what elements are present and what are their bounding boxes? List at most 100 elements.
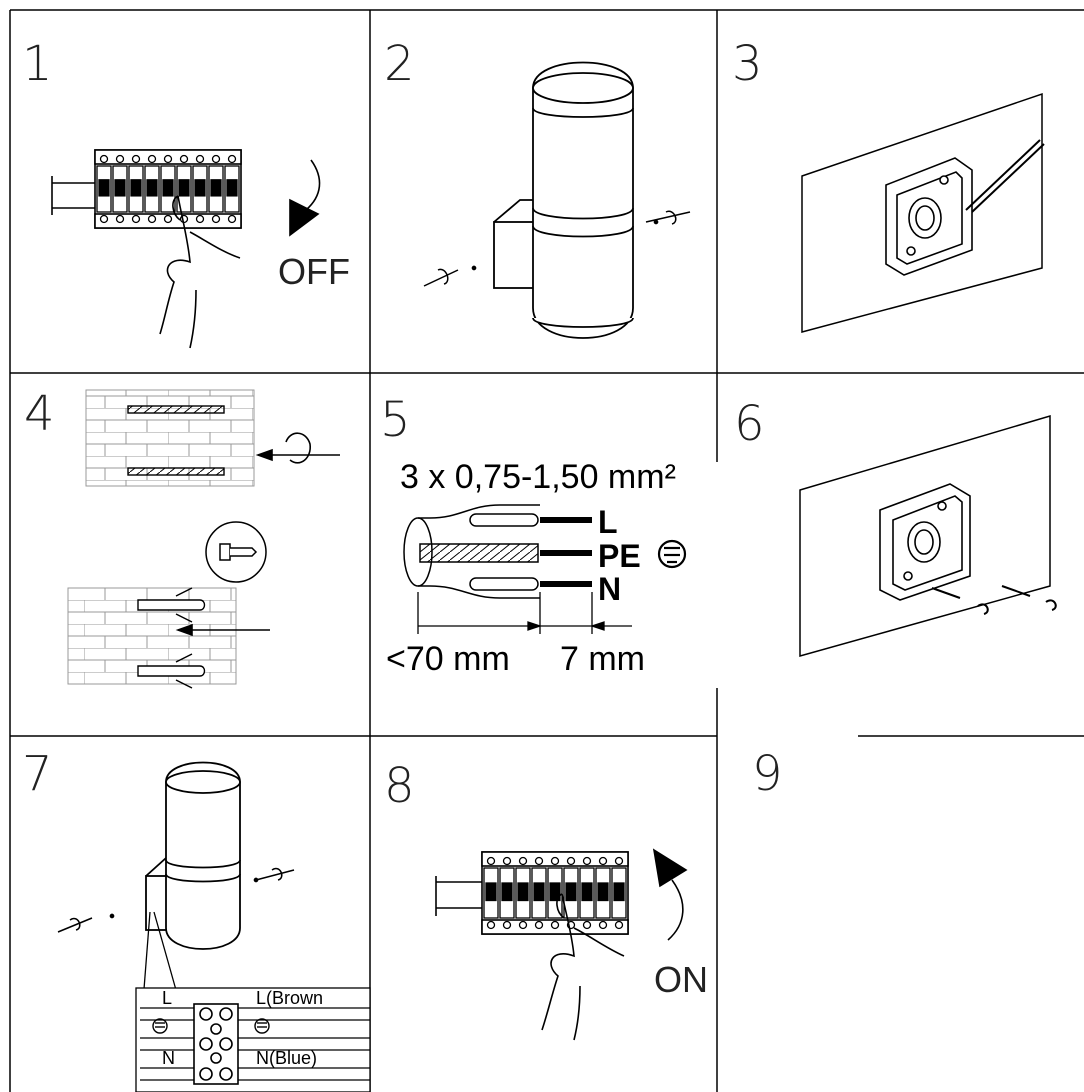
step-number-1: 1 xyxy=(22,36,53,92)
arrow-icon-8 xyxy=(652,848,688,941)
breaker-toggle xyxy=(194,179,206,197)
terminal-screw xyxy=(486,856,496,866)
terminal-screw xyxy=(147,214,157,224)
breaker-toggle xyxy=(533,882,545,902)
breaker-toggle xyxy=(210,179,222,197)
terminal-screw xyxy=(582,856,592,866)
wire-label-n: N xyxy=(598,571,621,607)
terminal-screw xyxy=(550,920,560,930)
terminal-screw xyxy=(502,856,512,866)
terminal-screw xyxy=(502,920,512,930)
arrow-icon-plug xyxy=(175,623,270,637)
on-label: ON xyxy=(654,959,708,1000)
arrow-icon-drill xyxy=(255,432,340,464)
terminal-screw xyxy=(131,214,141,224)
terminal-screw xyxy=(534,856,544,866)
terminal-label-n: N xyxy=(162,1048,175,1068)
terminal-screw xyxy=(534,920,544,930)
terminal-screw xyxy=(614,920,624,930)
breaker-switches-8 xyxy=(483,856,627,930)
off-label: OFF xyxy=(278,251,350,292)
plug-detail-icon xyxy=(205,521,267,583)
terminal-screw xyxy=(211,214,221,224)
breaker-toggle xyxy=(565,882,577,902)
breaker-toggle xyxy=(485,882,497,902)
step-number-3: 3 xyxy=(732,36,763,92)
breaker-toggle xyxy=(517,882,529,902)
breaker-toggle xyxy=(162,179,174,197)
breaker-toggle xyxy=(114,179,126,197)
step-number-9: 9 xyxy=(752,746,783,802)
step-number-5: 5 xyxy=(380,392,411,448)
breaker-toggle xyxy=(597,882,609,902)
terminal-screw xyxy=(163,214,173,224)
terminal-label-l: L xyxy=(162,988,172,1008)
terminal-screw xyxy=(147,154,157,164)
breaker-toggle xyxy=(178,179,190,197)
panel-grid xyxy=(9,9,1084,1092)
hand-icon-8 xyxy=(541,893,625,1041)
breaker-toggle xyxy=(581,882,593,902)
terminal-screw xyxy=(99,214,109,224)
cable-spec-label: 3 x 0,75-1,50 mm² xyxy=(400,458,676,496)
pencil-icon xyxy=(965,139,1045,213)
terminal-screw xyxy=(486,920,496,930)
wire-label-l: L xyxy=(598,504,618,540)
breaker-toggle xyxy=(146,179,158,197)
strip-length-outer: <70 mm xyxy=(386,640,510,678)
terminal-screw xyxy=(598,920,608,930)
breaker-toggle xyxy=(98,179,110,197)
earth-symbol-icon xyxy=(657,539,687,569)
breaker-switches xyxy=(96,154,240,224)
terminal-label-n-blue: N(Blue) xyxy=(256,1048,317,1068)
terminal-screw xyxy=(550,856,560,866)
terminal-screw xyxy=(131,154,141,164)
drill-bit-icon xyxy=(127,405,225,476)
terminal-screw xyxy=(598,856,608,866)
terminal-screw xyxy=(115,214,125,224)
terminal-screw xyxy=(195,154,205,164)
wire-label-pe: PE xyxy=(598,538,641,574)
wall-lamp-icon xyxy=(493,61,634,339)
terminal-screw xyxy=(115,154,125,164)
strip-length-inner: 7 mm xyxy=(560,640,645,678)
terminal-screw xyxy=(195,214,205,224)
earth-symbol-icon-7 xyxy=(152,1018,270,1034)
terminal-frame xyxy=(135,911,371,1092)
terminal-block-icon xyxy=(193,1003,239,1085)
wall-plug-icon xyxy=(137,587,206,689)
breaker-toggle xyxy=(226,179,238,197)
terminal-screw xyxy=(614,856,624,866)
step-number-6: 6 xyxy=(734,396,765,452)
terminal-screw xyxy=(566,856,576,866)
terminal-screw xyxy=(518,856,528,866)
terminal-screw xyxy=(582,920,592,930)
terminal-screw xyxy=(163,154,173,164)
cable-icon xyxy=(403,504,540,599)
step-number-8: 8 xyxy=(384,758,415,814)
mounting-plate-icon-6 xyxy=(879,483,971,601)
dimension-lines xyxy=(417,592,632,634)
screw-icon-7 xyxy=(57,867,295,933)
terminal-screw xyxy=(227,154,237,164)
step-number-7: 7 xyxy=(22,746,53,802)
wire-ends xyxy=(540,517,592,587)
breaker-toggle xyxy=(549,882,561,902)
terminal-screw xyxy=(211,154,221,164)
terminal-label-l-brown: L(Brown xyxy=(256,988,323,1008)
breaker-toggle xyxy=(613,882,625,902)
hand-icon xyxy=(159,195,241,349)
arrow-icon xyxy=(289,159,321,237)
terminal-screw xyxy=(99,154,109,164)
screw-icon-6 xyxy=(931,585,1057,615)
terminal-wires xyxy=(140,1007,370,1081)
step-number-4: 4 xyxy=(24,386,55,442)
step-number-2: 2 xyxy=(384,36,415,92)
wall-lamp-icon-7 xyxy=(145,761,241,950)
terminal-screw xyxy=(227,214,237,224)
terminal-screw xyxy=(518,920,528,930)
breaker-toggle xyxy=(501,882,513,902)
breaker-toggle xyxy=(130,179,142,197)
